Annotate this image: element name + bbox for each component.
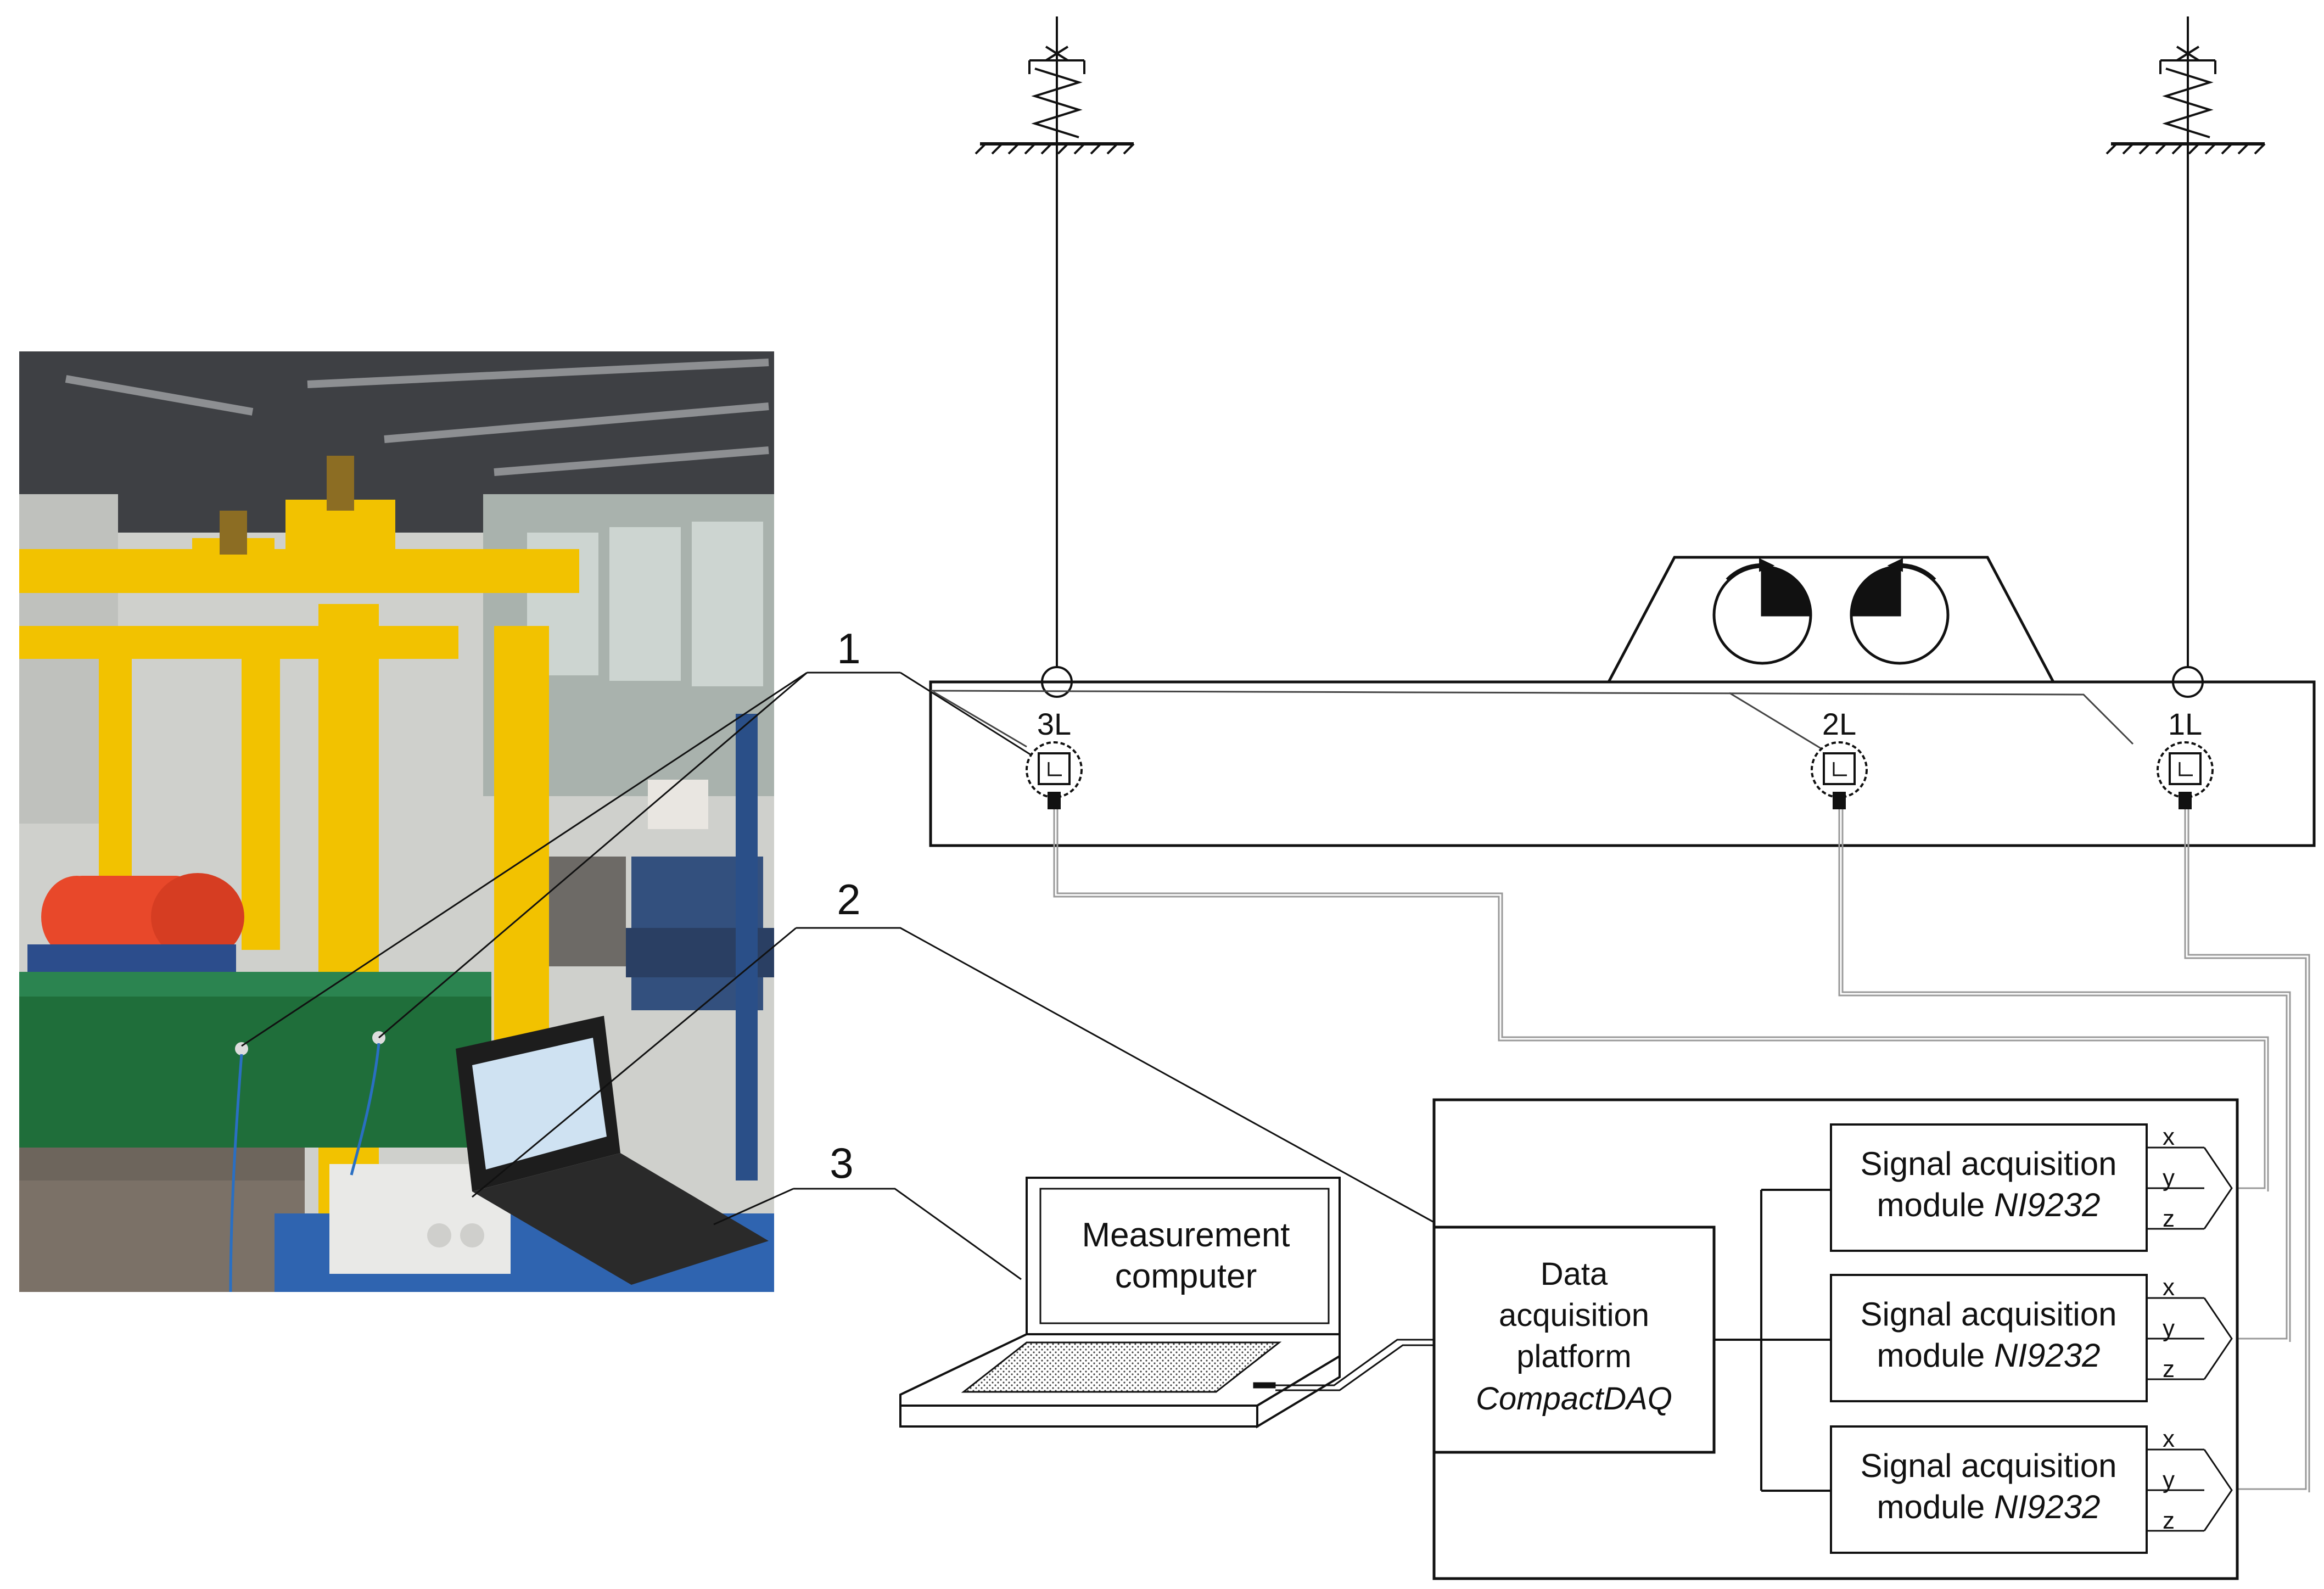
sensor-label-2L: 2L xyxy=(1822,707,1856,741)
measurement-computer-label: Measurement computer xyxy=(1082,1216,1290,1295)
callout-leaders xyxy=(241,672,1433,1280)
platform-label-line3: platform xyxy=(1516,1339,1632,1374)
computer-label-line1: Measurement xyxy=(1082,1216,1290,1254)
callout-numbers: 1 2 3 xyxy=(830,624,860,1187)
sensor-label-1L: 1L xyxy=(2168,707,2202,741)
sensor-label-3L: 3L xyxy=(1037,707,1071,741)
module-bus xyxy=(1714,1189,1831,1492)
vibrator-motors xyxy=(41,873,244,961)
module-1-axis-y: y xyxy=(2163,1165,2175,1191)
callout-3: 3 xyxy=(830,1139,853,1187)
module-1-axis-z: z xyxy=(2163,1205,2175,1232)
trough-body xyxy=(929,680,2316,847)
module-1-line1: Signal acquisition xyxy=(1861,1145,2117,1182)
signal-module-1: Signal acquisition module NI9232 x y z xyxy=(1830,1123,2233,1252)
module-3-line2-prefix: module xyxy=(1877,1489,1994,1525)
module-2-line2: module NI9232 xyxy=(1877,1337,2101,1374)
module-2-line2-prefix: module xyxy=(1877,1337,1994,1374)
module-2-axis-y: y xyxy=(2163,1315,2175,1342)
spring-support-right xyxy=(2105,16,2266,698)
module-3-axis-z: z xyxy=(2163,1507,2175,1534)
platform-label-line2: acquisition xyxy=(1499,1297,1649,1333)
callout-1: 1 xyxy=(837,624,860,673)
module-3-model: NI9232 xyxy=(1994,1489,2100,1525)
module-1-axis-x: x xyxy=(2163,1123,2175,1150)
vibratory-drive xyxy=(1606,556,2056,684)
data-acquisition-platform: Data acquisition platform CompactDAQ xyxy=(1432,1226,1716,1454)
test-stand-photo xyxy=(19,351,774,1293)
module-2-model: NI9232 xyxy=(1994,1337,2100,1374)
photo-laptop xyxy=(456,1016,769,1285)
spring-support-left xyxy=(975,16,1135,698)
module-3-line1: Signal acquisition xyxy=(1861,1447,2117,1484)
module-1-line2-prefix: module xyxy=(1877,1187,1994,1223)
sensor-leaders xyxy=(930,690,2134,751)
sensor-2L xyxy=(1811,741,1868,809)
sensor-1L xyxy=(2157,741,2214,809)
module-3-axis-x: x xyxy=(2163,1425,2175,1452)
callout-2: 2 xyxy=(837,875,860,924)
platform-label-line4: CompactDAQ xyxy=(1476,1381,1672,1417)
computer-to-platform-cable xyxy=(1275,1339,1434,1386)
computer-to-platform-cable-2 xyxy=(1275,1344,1434,1391)
module-1-line2: module NI9232 xyxy=(1877,1187,2101,1223)
sensor-cables xyxy=(1053,809,2310,1492)
module-2-axis-z: z xyxy=(2163,1356,2175,1383)
measurement-computer-diagram xyxy=(899,1177,1341,1429)
platform-label-line1: Data xyxy=(1541,1256,1608,1292)
module-3-axis-y: y xyxy=(2163,1467,2175,1493)
sensor-3L xyxy=(1026,741,1083,809)
module-3-line2: module NI9232 xyxy=(1877,1489,2101,1525)
module-2-axis-x: x xyxy=(2163,1274,2175,1301)
signal-module-3: Signal acquisition module NI9232 x y z xyxy=(1830,1425,2233,1554)
sensor-labels: 3L 2L 1L xyxy=(1037,707,2202,741)
computer-label-line2: computer xyxy=(1115,1257,1257,1295)
module-2-line1: Signal acquisition xyxy=(1861,1296,2117,1333)
module-1-model: NI9232 xyxy=(1994,1187,2100,1223)
signal-module-2: Signal acquisition module NI9232 x y z xyxy=(1830,1274,2233,1402)
